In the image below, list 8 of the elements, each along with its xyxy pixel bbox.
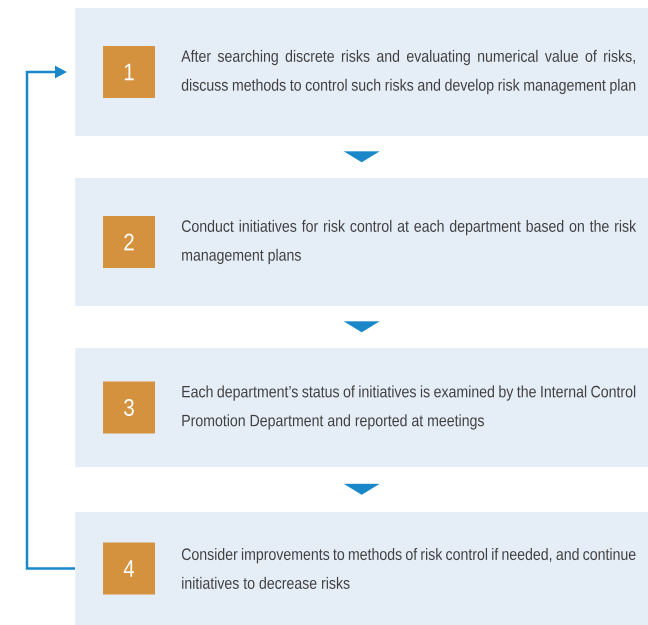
number-square: 1 bbox=[103, 46, 155, 98]
arrow bbox=[344, 321, 380, 332]
number-square: 3 bbox=[103, 381, 155, 434]
arrow bbox=[344, 151, 380, 162]
number-square: 4 bbox=[103, 542, 155, 594]
number-square: 2 bbox=[103, 216, 155, 268]
feedback-arrow bbox=[26, 66, 75, 570]
arrow bbox=[344, 484, 380, 495]
